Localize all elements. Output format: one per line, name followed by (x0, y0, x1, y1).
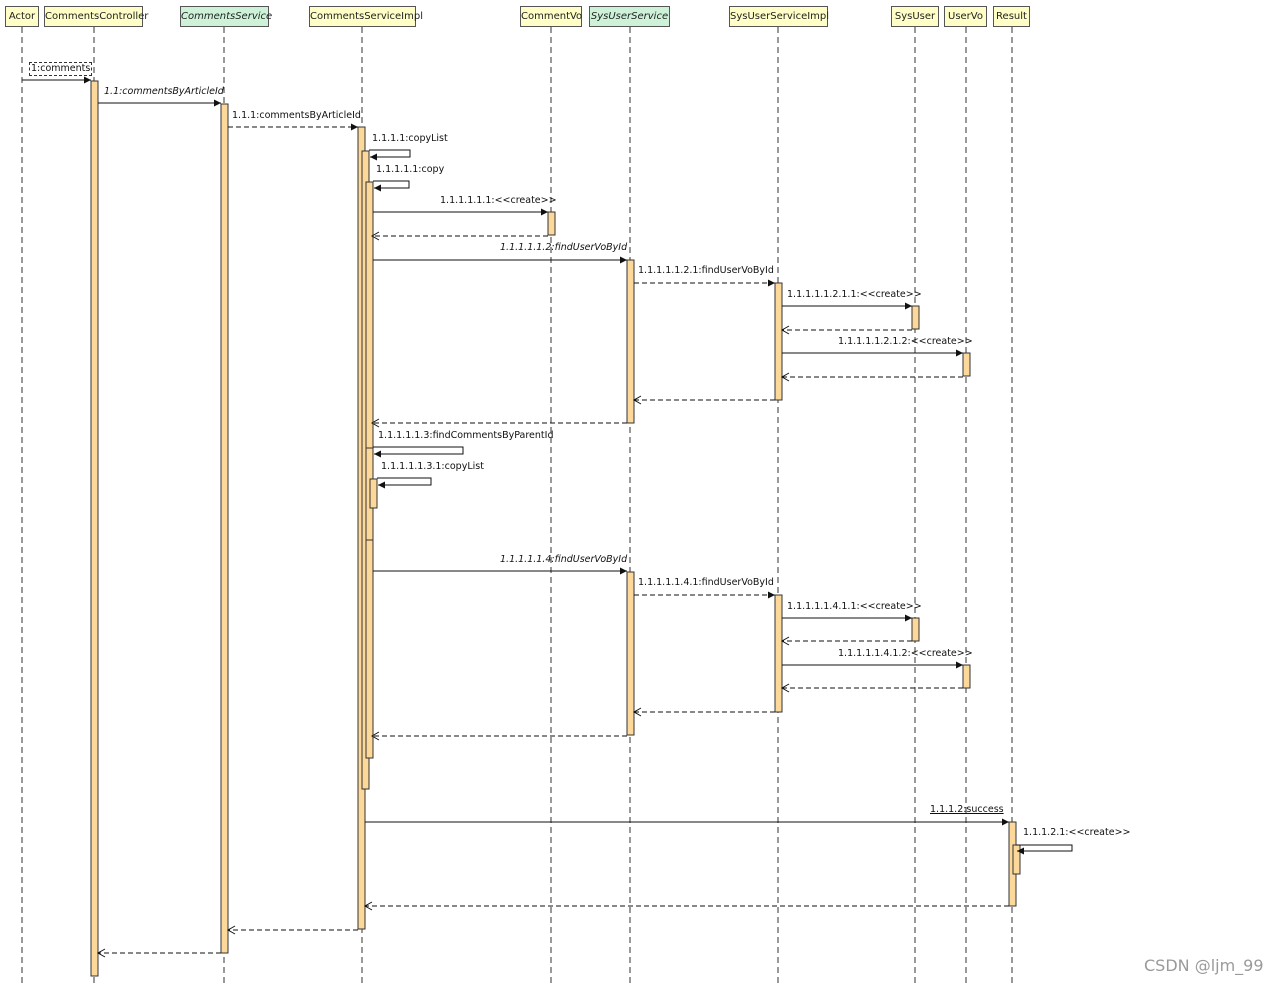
arrowhead-icon (226, 925, 236, 935)
participant-result: Result (993, 6, 1030, 27)
participant-comment-vo: CommentVo (520, 6, 582, 27)
arrowhead-icon (780, 372, 790, 382)
participant-comments-controller: CommentsController (44, 6, 148, 27)
arrowhead-icon (374, 184, 381, 192)
message-label: 1.1.1.1.1.3:findCommentsByParentId (378, 430, 554, 441)
participant-sys-user-service: SysUserService (589, 6, 670, 27)
arrowhead-icon (370, 418, 380, 428)
arrowhead-icon (632, 395, 642, 405)
activation-bar (626, 571, 635, 736)
message-label: 1.1.1.1.1.1:<<create>> (440, 195, 557, 206)
arrowhead-icon (351, 123, 358, 131)
message-label: 1.1:commentsByArticleId (104, 86, 224, 97)
message-label: 1.1.1.1.1.4.1.1:<<create>> (787, 601, 922, 612)
arrowhead-icon (1002, 818, 1009, 826)
arrowhead-icon (780, 683, 790, 693)
activation-bar (911, 305, 920, 330)
message-label: 1.1.1.2:success (930, 804, 1004, 815)
message-label: 1.1.1.1.1.2.1.1:<<create>> (787, 289, 922, 300)
arrowhead-icon (1017, 847, 1024, 855)
activation-bar (911, 617, 920, 642)
activation-bar (774, 282, 783, 401)
arrowhead-icon (768, 279, 775, 287)
arrowhead-icon (905, 302, 912, 310)
message-label: 1.1.1.1.1:copy (376, 164, 445, 175)
arrowhead-icon (620, 567, 627, 575)
arrowhead-icon (541, 208, 548, 216)
activation-bar (774, 594, 783, 713)
arrowhead-icon (905, 614, 912, 622)
participant-sys-user: SysUser (891, 6, 939, 27)
activation-bar (90, 80, 99, 977)
arrowhead-icon (84, 76, 91, 84)
arrowhead-icon (370, 231, 380, 241)
arrowhead-icon (956, 661, 963, 669)
arrowhead-icon (214, 99, 221, 107)
message-label: 1.1.1.1:copyList (372, 133, 448, 144)
arrowhead-icon (96, 948, 106, 958)
activation-bar (1012, 844, 1021, 875)
activation-bar (626, 259, 635, 424)
activation-bar (962, 352, 971, 377)
activation-bar (962, 664, 971, 689)
arrowhead-icon (632, 707, 642, 717)
participant-user-vo: UserVo (944, 6, 987, 27)
arrowhead-icon (370, 731, 380, 741)
self-message-arrow (373, 446, 464, 455)
participant-actor: Actor (5, 6, 39, 27)
arrowhead-icon (620, 256, 627, 264)
message-label: 1.1.1.1.1.4:findUserVoById (500, 554, 628, 565)
message-label: 1.1.1.1.1.2.1:findUserVoById (638, 265, 774, 276)
message-label: 1.1.1.1.1.2:findUserVoById (500, 242, 628, 253)
participant-comments-service-impl: CommentsServiceImpl (309, 6, 423, 27)
watermark: CSDN @ljm_99 (1144, 956, 1264, 975)
message-label: 1.1.1.1.1.2.1.2:<<create>> (838, 336, 973, 347)
activation-bar (547, 211, 556, 236)
arrowhead-icon (370, 153, 377, 161)
message-label: 1.1.1.1.1.4.1.2:<<create>> (838, 648, 973, 659)
arrowhead-icon (780, 636, 790, 646)
message-label: 1.1.1:commentsByArticleId (232, 110, 361, 121)
self-message-arrow (377, 477, 432, 486)
arrowhead-icon (768, 591, 775, 599)
participant-comments-service: CommentsService (180, 6, 272, 27)
message-label: 1.1.1.2.1:<<create>> (1023, 827, 1131, 838)
message-label: 1.1.1.1.1.3.1:copyList (381, 461, 484, 472)
message-label: 1:comments (29, 62, 93, 76)
self-message-arrow (1016, 844, 1073, 852)
self-message-arrow (369, 149, 411, 158)
arrowhead-icon (363, 901, 373, 911)
arrowhead-icon (374, 450, 381, 458)
participant-sys-user-service-impl: SysUserServiceImpl (729, 6, 829, 27)
arrowhead-icon (378, 481, 385, 489)
activation-bar (220, 103, 229, 954)
self-message-arrow (373, 180, 410, 189)
arrowhead-icon (780, 325, 790, 335)
arrowhead-icon (956, 349, 963, 357)
activation-bar (369, 478, 378, 509)
message-label: 1.1.1.1.1.4.1:findUserVoById (638, 577, 774, 588)
